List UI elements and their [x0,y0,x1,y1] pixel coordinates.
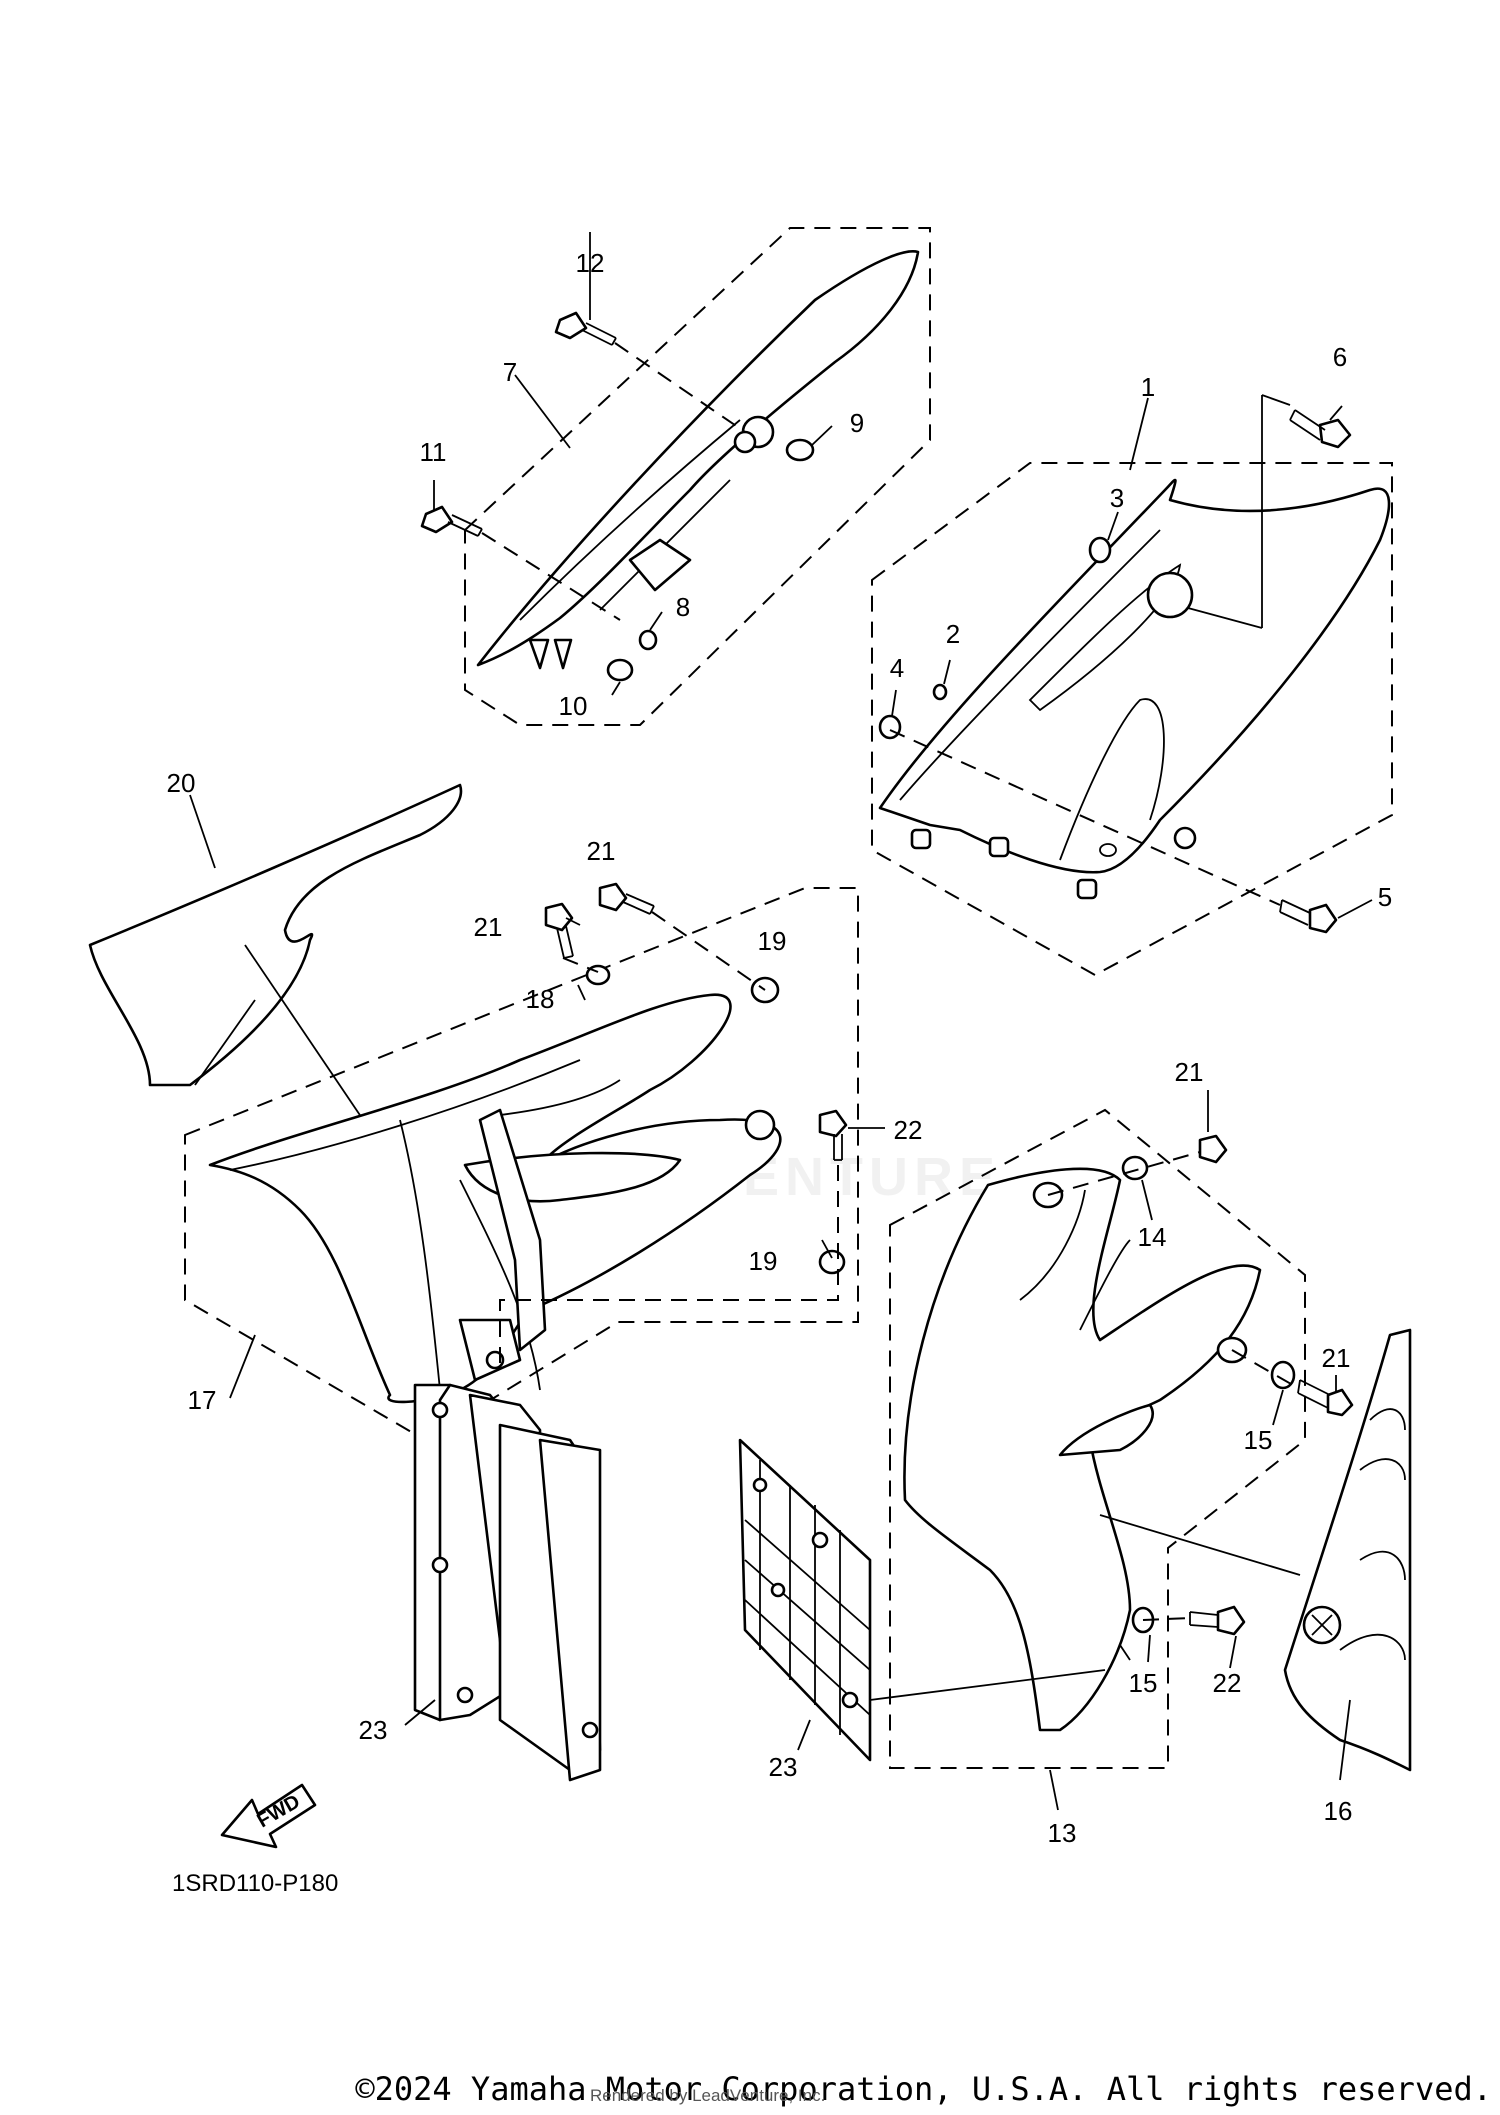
part-group-17 [184,882,885,1442]
callout-21b: 21 [474,912,503,942]
callout-5: 5 [1378,882,1392,912]
part-20-graphic-decal [88,783,463,1131]
part-23a-radiator-louver [413,1383,602,1782]
group-17-dashed-outline [184,887,859,1442]
callout-10: 10 [559,691,588,721]
callout-8: 8 [676,592,690,622]
callout-21d: 21 [1322,1343,1351,1373]
part-group-13 [869,1090,1354,1811]
callout-22a: 22 [894,1115,923,1145]
callout-7: 7 [503,357,517,387]
fwd-arrow-icon: FWD [220,1783,317,1849]
part-22b-bolt [1189,1605,1246,1636]
group-7-dashed-outline [464,227,931,726]
part-16-graphic-decal [1099,1328,1412,1781]
callout-3: 3 [1110,483,1124,513]
callout-22b: 22 [1213,1668,1242,1698]
part-group-7 [420,227,931,726]
part-group-1 [871,394,1393,977]
group-13-dashed-outline [889,1108,1306,1769]
callout-16: 16 [1324,1796,1353,1826]
callout-17: 17 [188,1385,217,1415]
part-21c-bolt [1198,1134,1228,1164]
callout-15b: 15 [1129,1668,1158,1698]
part-6-bolt [1289,409,1352,449]
callout-20: 20 [167,768,196,798]
part-7-side-cover [476,250,920,667]
callout-11: 11 [420,437,447,467]
callout-9: 9 [850,408,864,438]
part-11-bolt [420,505,483,537]
part-3-grommet [1088,536,1112,564]
part-4-collar [878,714,902,740]
callout-14: 14 [1138,1222,1167,1252]
part-21b-bolt [544,902,574,959]
callout-21a: 21 [587,836,616,866]
callout-1: 1 [1141,372,1155,402]
callout-4: 4 [890,653,904,683]
part-8-grommet [638,629,658,651]
group-1-dashed-outline [871,462,1393,977]
rendered-by-notice: Rendered by LeadVenture, Inc. [590,2086,826,2105]
part-9-collar [785,438,815,462]
part-21d-bolt [1297,1379,1354,1417]
part-22a-bolt [818,1109,848,1161]
callout-21c: 21 [1175,1057,1204,1087]
part-23b-radiator-louver [738,1438,872,1762]
callout-6: 6 [1333,342,1347,372]
part-14-collar [1121,1155,1149,1181]
callout-13: 13 [1048,1818,1077,1848]
part-17-radiator-shroud [208,993,782,1404]
part-12-bolt [554,311,617,346]
callout-15a: 15 [1244,1425,1273,1455]
copyright-notice: ©2024 Yamaha Motor Corporation, U.S.A. A… [355,2070,1492,2108]
callout-23b: 23 [769,1752,798,1782]
part-1-side-cover [878,478,1391,874]
part-19b-collar [818,1249,846,1275]
callout-19b: 19 [749,1246,778,1276]
part-5-bolt [1279,899,1338,934]
callout-2: 2 [946,619,960,649]
callout-23a: 23 [359,1715,388,1745]
part-10-collar [606,658,634,682]
diagram-code: 1SRD110-P180 [172,1870,338,1897]
callout-12: 12 [576,248,605,278]
part-21a-bolt [598,882,655,915]
callout-18: 18 [526,984,555,1014]
part-2-grommet [932,683,948,701]
callout-19a: 19 [758,926,787,956]
